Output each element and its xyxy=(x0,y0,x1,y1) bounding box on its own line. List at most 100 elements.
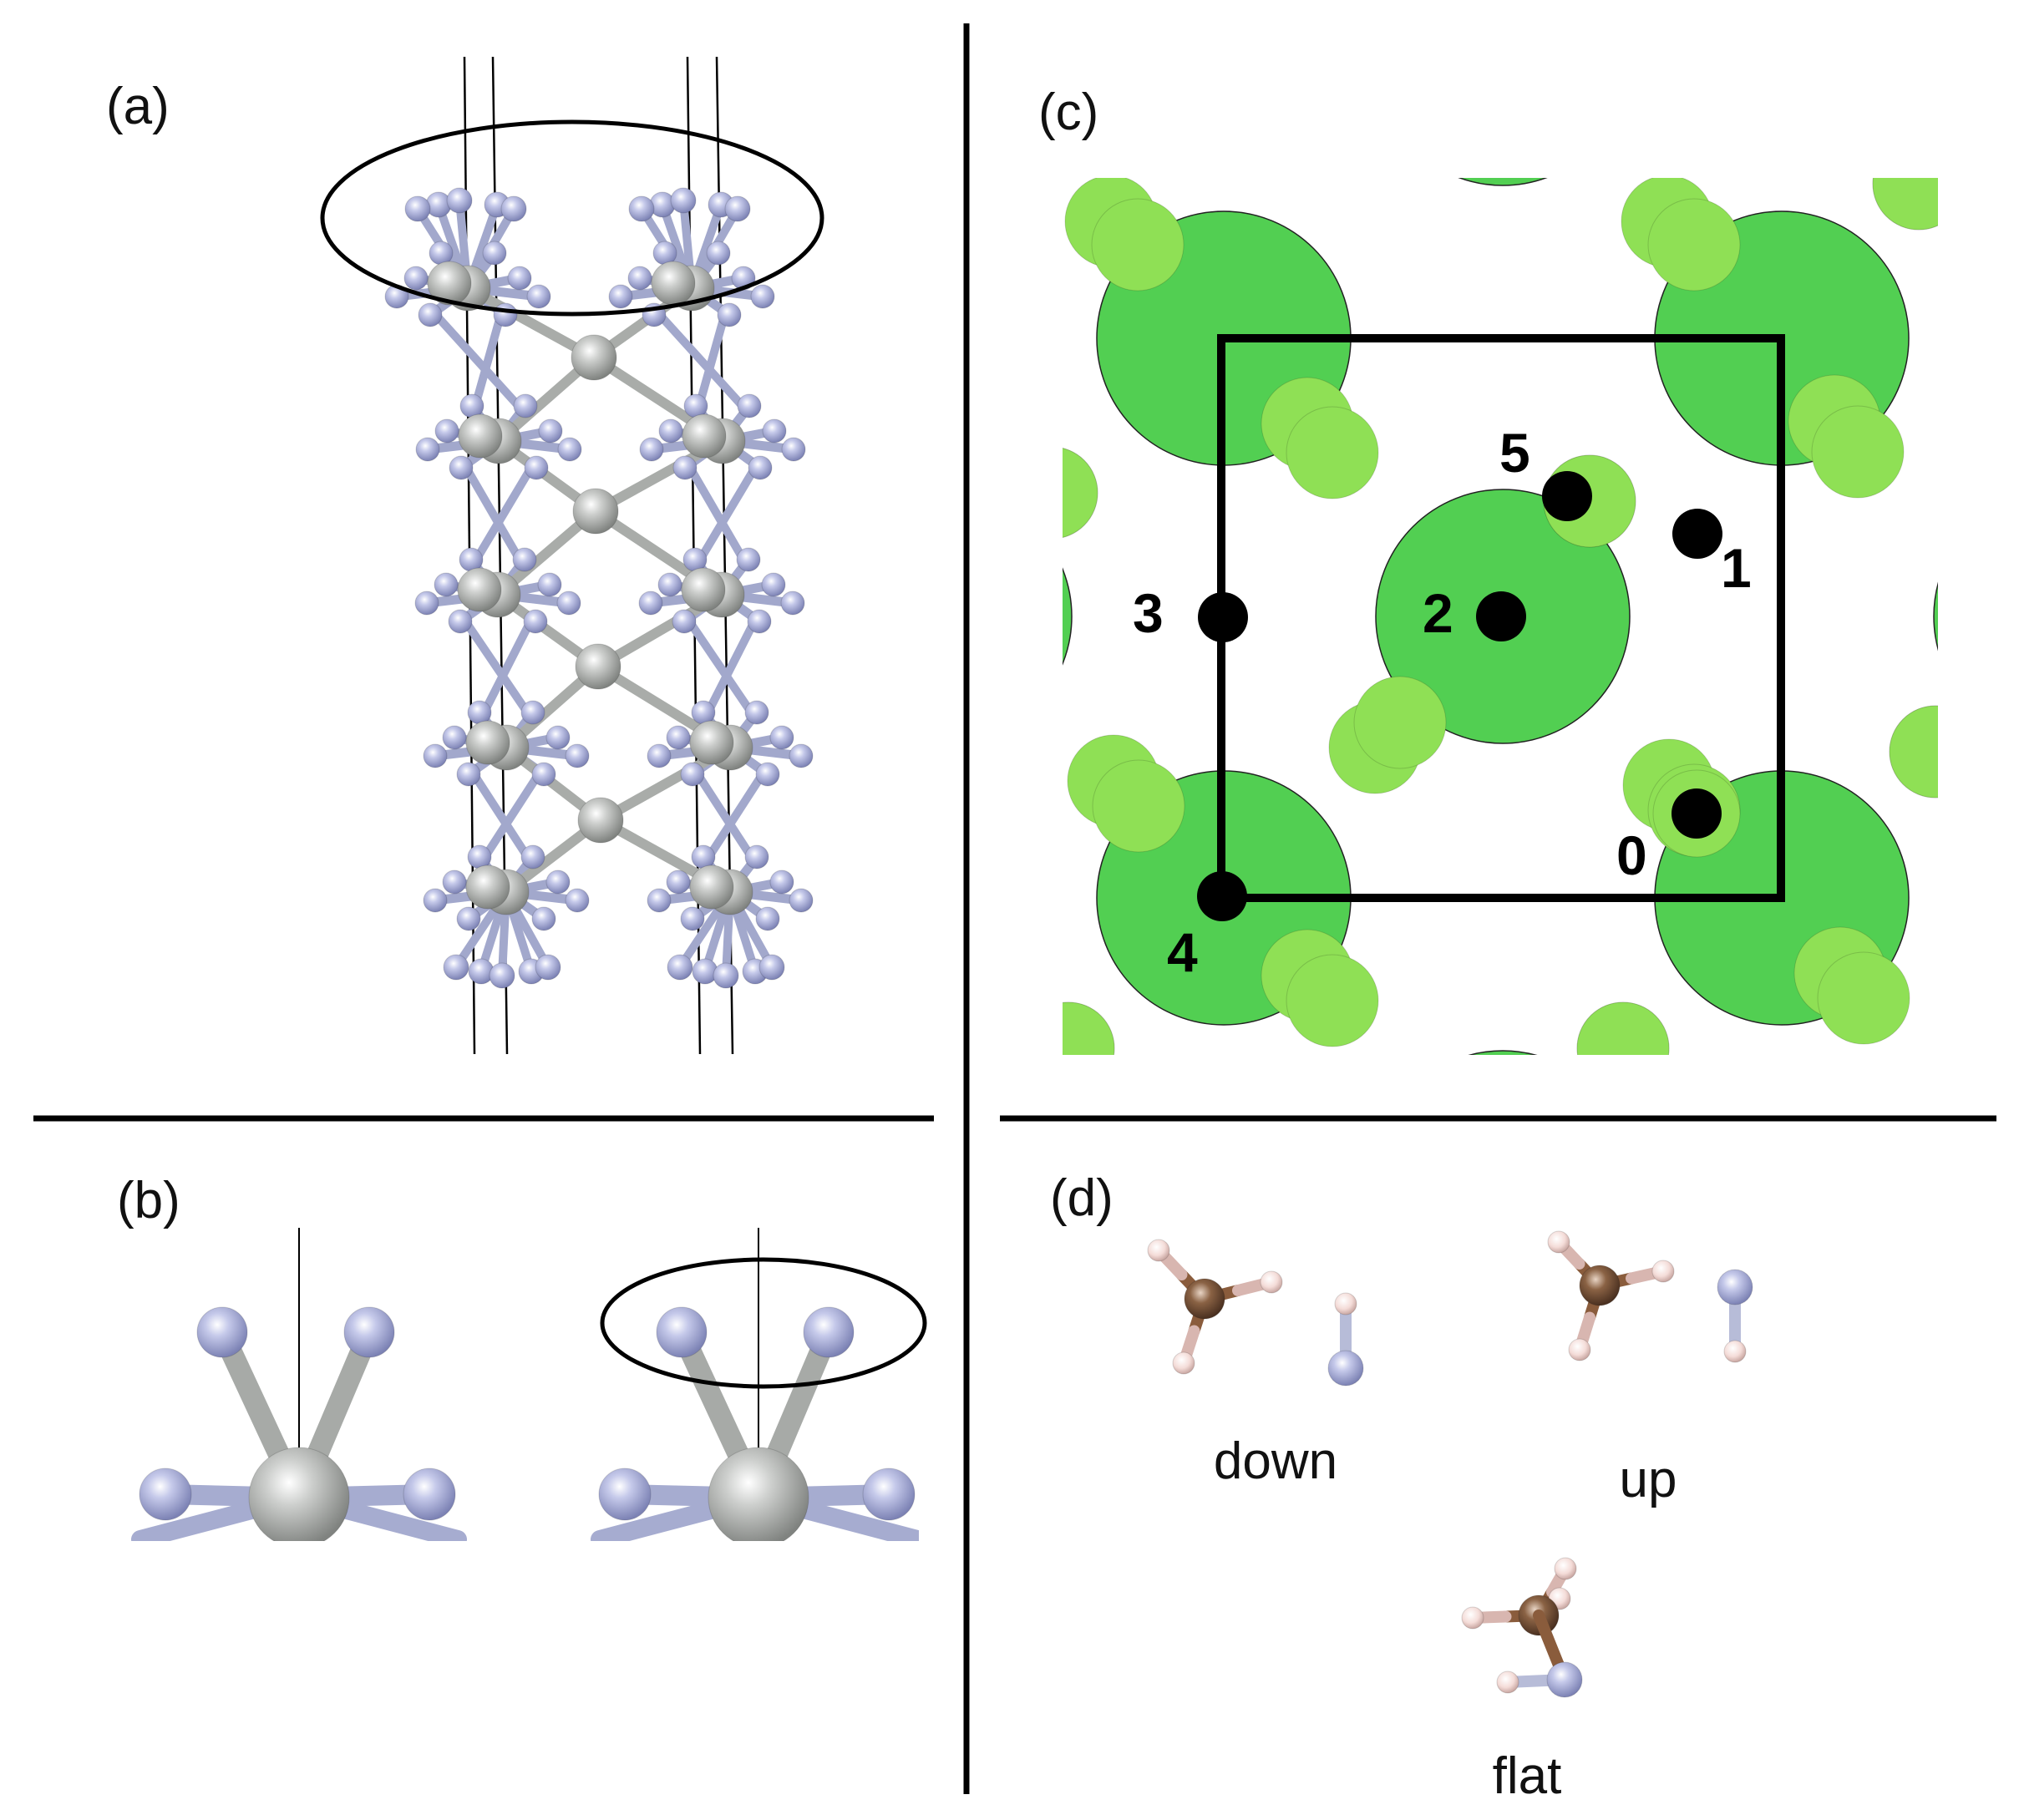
nitrogen-atom xyxy=(524,455,549,480)
small-atom xyxy=(1353,0,1445,84)
top-view-atoms xyxy=(1063,0,1938,1055)
nitrogen-atom xyxy=(520,700,545,725)
nitrogen-atom xyxy=(1717,1269,1753,1305)
metal-atom xyxy=(689,720,734,765)
nitrogen-atom xyxy=(647,743,672,768)
large-atom xyxy=(1468,1050,1538,1055)
hydrogen-atom xyxy=(1554,1557,1577,1580)
site-5-label: 5 xyxy=(1499,422,1530,484)
nitrogen-atom xyxy=(442,869,467,895)
bond xyxy=(685,462,751,570)
site-4-marker[interactable] xyxy=(1197,871,1247,921)
nitrogen-atom xyxy=(446,187,473,214)
nitrogen-atom xyxy=(789,888,814,913)
bond xyxy=(469,462,536,570)
nitrogen-atom xyxy=(789,743,814,768)
hydrogen-atom xyxy=(1496,1670,1519,1694)
small-atom xyxy=(1063,448,1098,538)
panel-c-top-view: 0 1 2 3 4 5 xyxy=(1063,0,1938,1055)
hydrogen-atom xyxy=(1172,1351,1195,1375)
nitrogen-atom xyxy=(713,962,739,989)
nitrogen-atom xyxy=(513,393,538,418)
small-atom xyxy=(1286,954,1379,1047)
hydrogen-atom xyxy=(1651,1260,1675,1283)
hydrogen-atom xyxy=(1568,1338,1591,1361)
bond xyxy=(469,309,505,416)
nitrogen-atom xyxy=(672,455,698,480)
nitrogen-atom xyxy=(627,266,652,291)
small-atom xyxy=(1817,951,1910,1045)
site-2-marker[interactable] xyxy=(1476,591,1526,641)
nitrogen-atom xyxy=(748,455,773,480)
site-3-marker[interactable] xyxy=(1198,592,1248,642)
bond xyxy=(460,616,535,722)
nitrogen-atom xyxy=(434,418,459,444)
nitrogen-atom xyxy=(680,906,705,931)
nitrogen-atom xyxy=(638,591,663,616)
panel-b-label: (b) xyxy=(117,1172,180,1229)
large-atom xyxy=(1063,567,1073,666)
nitrogen-atom xyxy=(538,418,563,444)
metal-atom xyxy=(682,413,727,459)
nitrogen-atom xyxy=(658,418,683,444)
large-atom xyxy=(1458,178,1548,186)
nitrogen-atom xyxy=(489,962,515,989)
metal-atom xyxy=(572,488,619,535)
nitrogen-atom xyxy=(403,1468,456,1521)
site-4-label: 4 xyxy=(1167,921,1198,983)
nitrogen-atom xyxy=(750,284,775,309)
panel-c-label: (c) xyxy=(1038,84,1098,141)
nitrogen-atom xyxy=(769,869,794,895)
site-0-marker[interactable] xyxy=(1672,788,1722,839)
nitrogen-atom xyxy=(565,888,590,913)
site-5-marker[interactable] xyxy=(1542,471,1592,521)
nitrogen-atom xyxy=(744,700,769,725)
nitrogen-atom xyxy=(526,284,551,309)
bond xyxy=(701,616,759,722)
nitrogen-atom xyxy=(670,187,697,214)
configuration-flat-label: flat xyxy=(1493,1747,1562,1805)
configuration-up-molecule xyxy=(1547,1230,1753,1363)
nitrogen-atom xyxy=(404,195,431,222)
small-atom xyxy=(1092,759,1185,853)
nitrogen-atom xyxy=(196,1306,248,1358)
nitrogen-atom xyxy=(755,762,780,787)
nitrogen-atom xyxy=(456,762,481,787)
nitrogen-atom xyxy=(545,725,571,750)
panel-d-label: (d) xyxy=(1050,1169,1113,1227)
bond xyxy=(693,309,729,416)
nitrogen-atom xyxy=(769,725,794,750)
panel-a-slab-structure xyxy=(320,56,824,1055)
metal-atom xyxy=(577,797,624,844)
site-3-label: 3 xyxy=(1133,582,1164,644)
bond xyxy=(430,309,528,416)
site-1-marker[interactable] xyxy=(1672,509,1722,559)
nitrogen-atom xyxy=(755,906,780,931)
hydrogen-atom xyxy=(1723,1340,1747,1363)
nitrogen-atom xyxy=(523,609,548,634)
small-atom xyxy=(1063,1001,1115,1055)
nitrogen-atom xyxy=(657,572,682,597)
metal-atom xyxy=(571,334,617,381)
small-atom xyxy=(1889,705,1938,798)
bond xyxy=(469,768,535,867)
nitrogen-atom xyxy=(1546,1661,1583,1698)
carbon-atom xyxy=(1579,1265,1621,1306)
metal-atom xyxy=(651,261,696,306)
nitrogen-atom xyxy=(781,437,806,462)
metal-atom xyxy=(458,413,503,459)
nitrogen-atom xyxy=(666,725,691,750)
metal-atom xyxy=(248,1447,350,1541)
carbon-atom xyxy=(1184,1278,1225,1320)
hydrogen-atom xyxy=(1260,1270,1283,1294)
nitrogen-atom xyxy=(565,743,590,768)
panel-a-label: (a) xyxy=(106,78,170,135)
bond xyxy=(463,283,599,362)
nitrogen-atom xyxy=(449,455,474,480)
metal-atom xyxy=(681,567,726,612)
nitrogen-atom xyxy=(803,1306,855,1358)
nitrogen-atom xyxy=(758,954,785,981)
panel-d-configurations: down up flat xyxy=(1147,1230,1753,1805)
nitrogen-atom xyxy=(672,609,697,634)
